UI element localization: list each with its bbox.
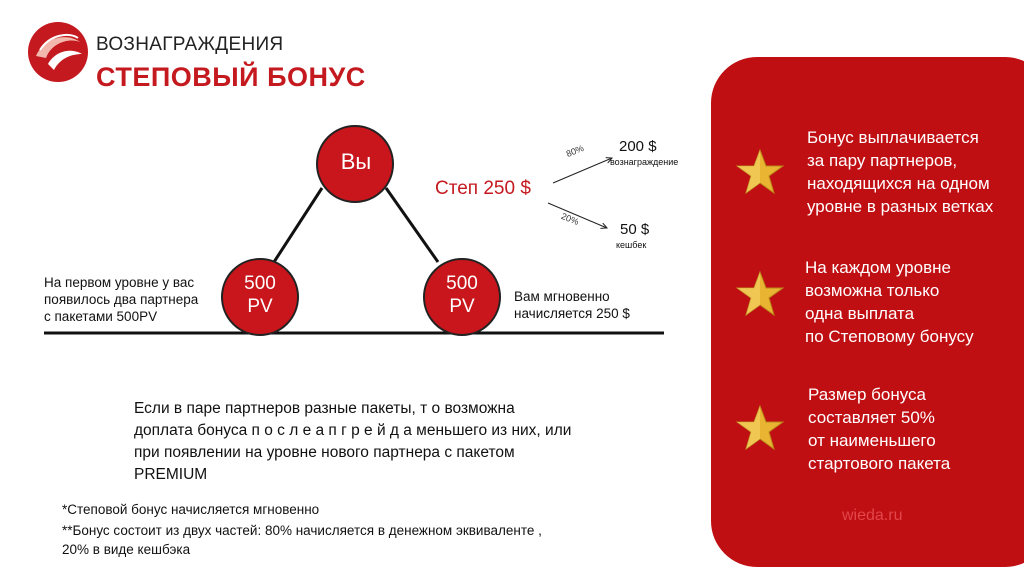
footnote-1: *Степовой бонус начисляется мгновенно <box>62 502 320 517</box>
panel-point-1: Бонус выплачивается за пару партнеров, н… <box>807 128 994 216</box>
star-icon <box>736 270 784 317</box>
step-amount: Степ 250 $ <box>435 178 531 199</box>
star-icon <box>736 404 784 451</box>
cashback-value: 50 $ <box>620 221 650 238</box>
cashback-label: кешбек <box>616 240 647 250</box>
panel-point-3: Размер бонуса составляет 50% от наименьш… <box>808 385 951 473</box>
footnote-2: **Бонус состоит из двух частей: 80% начи… <box>62 523 542 557</box>
body-paragraph: Если в паре партнеров разные пакеты, т о… <box>134 400 572 483</box>
you-circle <box>316 125 394 203</box>
star-icon <box>736 148 784 195</box>
right-partner-circle <box>423 258 501 336</box>
right-note: Вам мгновенно начисляется 250 $ <box>514 289 630 321</box>
cashback-arrow <box>547 202 607 228</box>
left-branch-line <box>272 187 324 263</box>
reward-label: вознаграждение <box>610 157 679 167</box>
section-subtitle: ВОЗНАГРАЖДЕНИЯ <box>96 34 284 55</box>
page-title: СТЕПОВЫЙ БОНУС <box>96 62 366 92</box>
company-logo <box>28 22 88 82</box>
reward-arrow <box>552 158 612 184</box>
reward-value: 200 $ <box>619 138 657 155</box>
info-panel <box>711 57 1024 567</box>
right-branch-line <box>384 187 440 263</box>
watermark: wieda.ru <box>842 507 903 524</box>
left-note: На первом уровне у вас появилось два пар… <box>44 275 199 324</box>
left-partner-circle <box>221 258 299 336</box>
panel-point-2: На каждом уровне возможна только одна вы… <box>805 258 974 346</box>
left-partner-label: 500 PV <box>244 273 276 317</box>
right-partner-label: 500 PV <box>446 273 478 317</box>
you-label: Вы <box>340 149 372 174</box>
